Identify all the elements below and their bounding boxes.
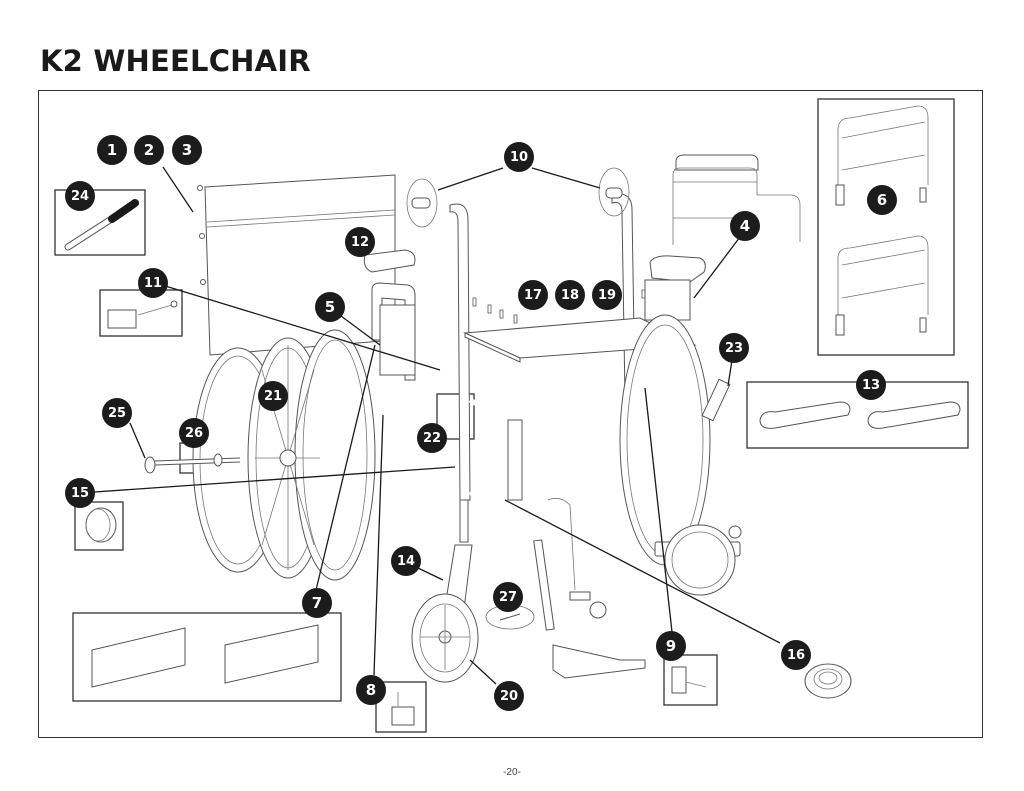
callout-13[interactable]: 13 (856, 370, 886, 400)
callout-25[interactable]: 25 (102, 398, 132, 428)
callout-12[interactable]: 12 (345, 227, 375, 257)
desk-arm-icon (644, 154, 801, 321)
callout-4[interactable]: 4 (730, 211, 760, 241)
arm-socket-icon (671, 666, 707, 694)
footrest-icon (533, 497, 646, 679)
right-rear-wheel-icon (619, 314, 742, 596)
callout-20[interactable]: 20 (494, 681, 524, 711)
full-arm-icon (835, 105, 929, 336)
touch-up-pen-icon (64, 199, 139, 251)
callout-15[interactable]: 15 (65, 478, 95, 508)
side-arm-icon (371, 282, 416, 381)
inset-box-6 (817, 98, 955, 356)
page-title: K2 WHEELCHAIR (40, 44, 311, 78)
callout-22[interactable]: 22 (417, 423, 447, 453)
callout-27[interactable]: 27 (493, 582, 523, 612)
callout-2[interactable]: 2 (134, 135, 164, 165)
bearing-icon (804, 663, 852, 699)
callout-8[interactable]: 8 (356, 675, 386, 705)
leader-lines (79, 166, 781, 685)
arm-clamp-icon (107, 300, 178, 329)
callout-1[interactable]: 1 (97, 135, 127, 165)
callout-18[interactable]: 18 (555, 280, 585, 310)
callout-24[interactable]: 24 (65, 181, 95, 211)
side-panels-icon (91, 624, 319, 688)
arm-pads-icon (759, 401, 961, 429)
inset-box-24 (54, 189, 146, 256)
clamp-icon (391, 692, 415, 726)
callout-19[interactable]: 19 (592, 280, 622, 310)
inset-box-22 (436, 393, 475, 440)
callout-9[interactable]: 9 (656, 631, 686, 661)
callout-14[interactable]: 14 (391, 546, 421, 576)
inset-box-8 (375, 681, 427, 733)
parts-diagram-frame (38, 90, 983, 738)
inset-box-15 (74, 501, 124, 551)
callout-6[interactable]: 6 (867, 185, 897, 215)
callout-7[interactable]: 7 (302, 588, 332, 618)
callout-17[interactable]: 17 (518, 280, 548, 310)
inset-box-7 (72, 612, 342, 702)
callout-5[interactable]: 5 (315, 292, 345, 322)
callout-26[interactable]: 26 (179, 418, 209, 448)
callout-16[interactable]: 16 (781, 640, 811, 670)
caster-wheel-icon (411, 499, 479, 683)
callout-21[interactable]: 21 (258, 381, 288, 411)
callout-10[interactable]: 10 (504, 142, 534, 172)
inset-box-9 (663, 654, 718, 706)
page-number: -20- (503, 767, 521, 778)
rear-wheel-icon (192, 329, 376, 581)
callout-23[interactable]: 23 (719, 333, 749, 363)
axle-icon (144, 453, 241, 474)
armrest-pad-icon (363, 249, 416, 273)
hub-cap-icon (85, 507, 117, 543)
callout-11[interactable]: 11 (138, 268, 168, 298)
callout-3[interactable]: 3 (172, 135, 202, 165)
